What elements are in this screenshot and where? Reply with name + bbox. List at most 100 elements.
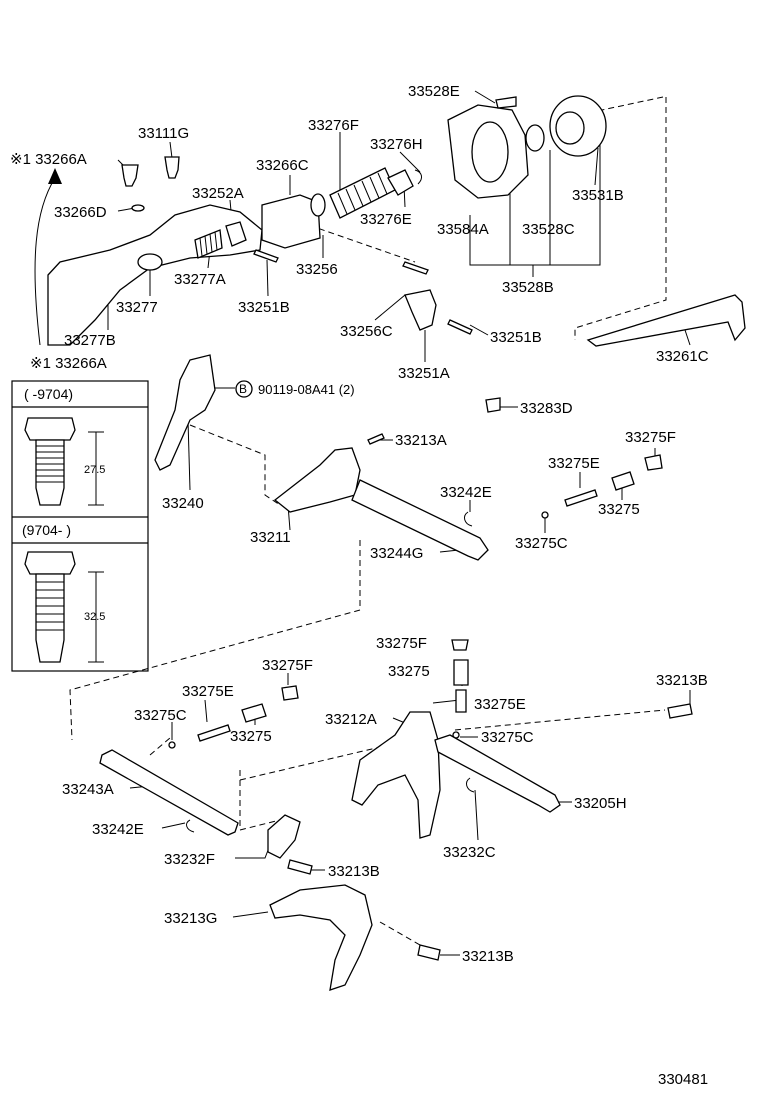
- label-33211: 33211: [250, 529, 291, 546]
- callout-arrow-head: [48, 168, 62, 184]
- label-33275-b: 33275: [388, 663, 430, 680]
- label-33528c: 33528C: [522, 221, 575, 238]
- arm-33211: [273, 447, 361, 513]
- pin-33251b-left: [253, 249, 279, 263]
- ball-33275c-b: [168, 741, 176, 749]
- label-33275-a: 33275: [598, 501, 640, 518]
- label-33584a: 33584A: [437, 221, 489, 238]
- leader-33232c: [474, 789, 479, 841]
- fork-33213g: [269, 884, 373, 991]
- bolt-33111g: [164, 156, 180, 179]
- leader-33276h: [399, 151, 421, 173]
- bolt-33213b-b: [287, 859, 313, 875]
- pin-33251b-right: [447, 319, 473, 335]
- shaft-33244g: [351, 479, 489, 561]
- clip-33232c: [466, 777, 475, 793]
- label-33283d: 33283D: [520, 400, 573, 417]
- ball-33275c-a: [541, 511, 549, 519]
- plug-33275f-b: [451, 639, 469, 651]
- ref-marker-b: B: [239, 382, 248, 396]
- part-33256c: [404, 289, 437, 331]
- dashed-line-33261c: [574, 96, 667, 340]
- label-90119: 90119-08A41 (2): [258, 382, 355, 397]
- plug-33275f-a: [644, 454, 663, 471]
- label-33275e-b: 33275E: [182, 683, 234, 700]
- label-33275c-b: 33275C: [134, 707, 187, 724]
- bolt-dim-1: 27.5: [84, 464, 106, 476]
- dimension-line-1: [88, 431, 104, 506]
- pin-33256: [402, 261, 429, 275]
- cap-33276e: [387, 169, 414, 196]
- label-33528e: 33528E: [408, 83, 460, 100]
- dashed-line-33213g: [379, 921, 421, 946]
- spring-33275e-a: [564, 489, 598, 507]
- bracket-33528b-inner: [509, 150, 551, 277]
- callout-arrow-line: [34, 177, 56, 346]
- bolt-33283d: [485, 397, 501, 413]
- dashed-line-33213b: [454, 709, 666, 731]
- bolt-dim-2: 32.5: [84, 611, 106, 623]
- leader-33251b-right: [469, 324, 489, 336]
- plug-33275-b: [453, 659, 469, 686]
- label-33213g: 33213G: [164, 910, 218, 927]
- label-33276h: 33276H: [370, 136, 423, 153]
- label-33251b-right: 33251B: [490, 329, 542, 346]
- dashed-line-33243a: [69, 540, 361, 741]
- spring-33277a-coils: [199, 231, 218, 257]
- block-33266c: [261, 194, 321, 249]
- label-33275f-a: 33275F: [625, 429, 676, 446]
- clip-33276h: [414, 169, 423, 185]
- label-33213b-b: 33213B: [328, 863, 380, 880]
- washer-33266d: [131, 204, 145, 212]
- label-33243a: 33243A: [62, 781, 114, 798]
- diagram-code: 330481: [658, 1071, 709, 1088]
- bolt-range-2: (9704- ): [22, 522, 72, 538]
- label-33275f-b: 33275F: [376, 635, 427, 652]
- shaft-33261c: [586, 294, 746, 347]
- leader-33242e-b: [161, 822, 186, 829]
- leader-33256c: [374, 294, 406, 321]
- label-33242e-b: 33242E: [92, 821, 144, 838]
- label-33276f: 33276F: [308, 117, 359, 134]
- label-33531b: 33531B: [572, 187, 624, 204]
- label-33205h: 33205H: [574, 795, 627, 812]
- dimension-line-2: [88, 571, 104, 663]
- label-33251b-left: 33251B: [238, 299, 290, 316]
- leader-33240: [187, 419, 191, 491]
- leader-33531b: [594, 147, 599, 186]
- label-33261c: 33261C: [656, 348, 709, 365]
- label-33256c: 33256C: [340, 323, 393, 340]
- label-33251a: 33251A: [398, 365, 450, 382]
- label-33244g: 33244G: [370, 545, 424, 562]
- bolt-33213b-c: [417, 944, 441, 961]
- plug-33275f-c: [281, 685, 299, 701]
- collar-33256: [310, 193, 326, 217]
- lever-33240: [154, 354, 216, 471]
- spring-33276f-coils: [337, 172, 388, 215]
- clip-33242e-a: [464, 511, 473, 527]
- shaft-33205h: [434, 734, 561, 813]
- leader-33528e: [474, 90, 496, 104]
- bolt-33266a: [121, 164, 139, 187]
- label-33277b: 33277B: [64, 332, 116, 349]
- spring-33275e-c: [455, 689, 467, 713]
- bolt-shank-2: [35, 573, 65, 663]
- label-33242e-a: 33242E: [440, 484, 492, 501]
- clip-33242e-b: [186, 819, 195, 833]
- block-33232f: [267, 814, 301, 859]
- label-33528b: 33528B: [502, 279, 554, 296]
- dashed-line-33240: [189, 424, 281, 506]
- plug-33275-a: [611, 471, 635, 491]
- spring-33275e-b: [197, 724, 231, 742]
- label-33213b-c: 33213B: [462, 948, 514, 965]
- label-33213b-a: 33213B: [656, 672, 708, 689]
- leader-33213g: [232, 911, 269, 918]
- bolt-33528e: [495, 96, 517, 109]
- leader-33232f: [235, 844, 271, 859]
- retainer-bore: [471, 121, 509, 183]
- label-33275e-c: 33275E: [474, 696, 526, 713]
- dashed-line-33275c: [149, 737, 171, 756]
- shaft-33243a: [99, 749, 239, 836]
- seal-33528c: [525, 124, 545, 152]
